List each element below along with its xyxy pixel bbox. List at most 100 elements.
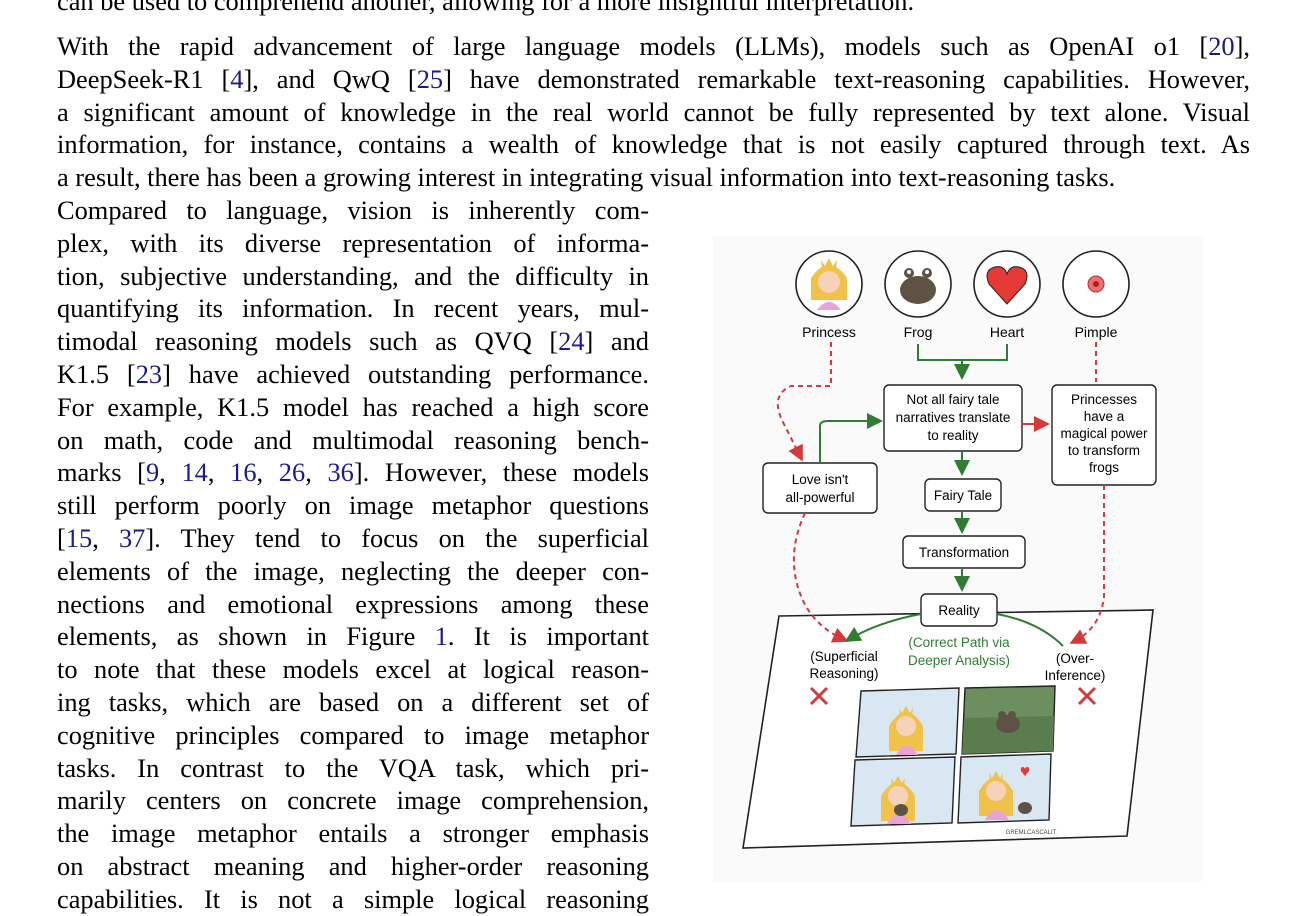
text-run: ] and [584, 326, 649, 357]
citation-link[interactable]: 23 [135, 358, 163, 389]
left-line: tion, subjective understanding, and the … [57, 260, 649, 293]
text-run: , [159, 457, 182, 488]
text-run: the image metaphor entails a stronger em… [57, 818, 649, 849]
box-right-line-3: magical power [1060, 426, 1148, 441]
citation-link[interactable]: 4 [230, 63, 244, 94]
figure-svg: Princess Frog Heart Pimple Not all fairy… [742, 250, 1157, 849]
text-run: ] have demonstrated remarkable text-reas… [443, 63, 1251, 94]
icon-label-heart: Heart [990, 324, 1024, 340]
box-transformation: Transformation [919, 545, 1009, 560]
frog-icon [884, 250, 952, 318]
citation-link[interactable]: 25 [416, 63, 444, 94]
text-run: information, for instance, contains a we… [57, 129, 1250, 160]
left-line: nections and emotional expressions among… [57, 588, 649, 621]
text-run: elements, as shown in Figure [57, 621, 435, 652]
comic-panel-2 [961, 685, 1056, 755]
citation-link[interactable]: 37 [118, 522, 146, 553]
left-line: on abstract meaning and higher-order rea… [57, 850, 649, 883]
citation-link[interactable]: 36 [327, 457, 354, 488]
text-run: ]. However, these models [353, 457, 649, 488]
left-line: to note that these models excel at logic… [57, 653, 649, 686]
left-line: quantifying its information. In recent y… [57, 292, 649, 325]
intro-paragraph: With the rapid advancement of large lang… [57, 30, 1250, 194]
box-center-line-3: to reality [927, 428, 978, 443]
citation-link[interactable]: 1 [434, 621, 448, 652]
box-reality: Reality [938, 603, 980, 618]
icon-label-pimple: Pimple [1075, 324, 1118, 340]
text-run: tion, subjective understanding, and the … [57, 260, 649, 291]
box-fairy-tale: Fairy Tale [934, 488, 992, 503]
text-run: ], [1234, 31, 1250, 61]
text-run: tasks. In contrast to the VQA task, whic… [57, 752, 649, 783]
citation-link[interactable]: 14 [181, 457, 208, 488]
left-line: elements, as shown in Figure 1. It is im… [57, 620, 649, 653]
left-line: marily centers on concrete image compreh… [57, 784, 649, 817]
citation-link[interactable]: 24 [558, 326, 585, 357]
text-run: on abstract meaning and higher-order rea… [57, 850, 649, 881]
text-run: plex, with its diverse representation of… [57, 227, 649, 258]
left-line: [15, 37]. They tend to focus on the supe… [57, 522, 649, 555]
text-run: DeepSeek-R1 [ [57, 63, 231, 94]
cross-icon-right [1077, 686, 1097, 706]
citation-link[interactable]: 15 [65, 522, 93, 553]
icon-label-princess: Princess [802, 324, 856, 340]
intro-line: With the rapid advancement of large lang… [57, 30, 1250, 63]
left-line: on math, code and multimodal reasoning b… [57, 424, 649, 457]
text-run: quantifying its information. In recent y… [57, 293, 649, 324]
label-over-1: (Over- [1056, 651, 1094, 666]
comic-panel-1 [855, 687, 960, 758]
text-run: nections and emotional expressions among… [57, 588, 649, 619]
text-run: , [256, 457, 279, 488]
icon-label-frog: Frog [904, 324, 933, 340]
box-center-line-2: narratives translate [896, 410, 1011, 425]
intro-line: a significant amount of knowledge in the… [57, 96, 1250, 129]
text-run: , [207, 457, 231, 488]
left-line: Compared to language, vision is inherent… [57, 194, 649, 227]
text-run: [ [57, 522, 66, 553]
text-run: ] have achieved outstanding performance. [162, 358, 649, 389]
box-left-line-1: Love isn't [792, 472, 849, 487]
intro-line: a result, there has been a growing inter… [57, 161, 1250, 194]
box-center-line-1: Not all fairy tale [906, 392, 999, 407]
box-right-line-1: Princesses [1071, 392, 1137, 407]
left-line: capabilities. It is not a simple logical… [57, 883, 649, 916]
text-run: marks [ [57, 457, 146, 488]
label-over-2: Inference) [1045, 668, 1106, 683]
citation-link[interactable]: 16 [230, 457, 257, 488]
figure-1: Princess Frog Heart Pimple Not all fairy… [713, 236, 1203, 881]
text-run: to note that these models excel at logic… [57, 654, 649, 685]
text-run: still perform poorly on image metaphor q… [57, 490, 649, 521]
citation-link[interactable]: 20 [1208, 31, 1235, 61]
text-run: . It is important [447, 621, 649, 652]
label-superficial-1: (Superficial [810, 649, 878, 664]
citation-link[interactable]: 26 [278, 457, 306, 488]
text-run: a significant amount of knowledge in the… [57, 96, 1250, 127]
left-line: For example, K1.5 model has reached a hi… [57, 391, 649, 424]
left-line: the image metaphor entails a stronger em… [57, 817, 649, 850]
heart-icon [973, 250, 1041, 318]
left-line: elements of the image, neglecting the de… [57, 555, 649, 588]
left-line: tasks. In contrast to the VQA task, whic… [57, 752, 649, 785]
box-right-line-2: have a [1084, 409, 1125, 424]
text-run: Compared to language, vision is inherent… [57, 195, 649, 225]
label-superficial-2: Reasoning) [809, 666, 878, 681]
cross-icon-left [809, 686, 829, 706]
text-run: timodal reasoning models such as QVQ [ [57, 326, 559, 357]
top-partial-line: can be used to comprehend another, allow… [57, 0, 915, 16]
comic-panel-4 [957, 753, 1052, 824]
text-run: elements of the image, neglecting the de… [57, 555, 649, 586]
left-line: still perform poorly on image metaphor q… [57, 489, 649, 522]
text-run: , [92, 522, 119, 553]
intro-line: DeepSeek-R1 [4], and QwQ [25] have demon… [57, 63, 1250, 96]
text-run: a result, there has been a growing inter… [57, 162, 1116, 193]
text-run: ]. They tend to focus on the superficial [145, 522, 649, 553]
label-correct-2: Deeper Analysis) [908, 653, 1010, 668]
box-left-line-2: all-powerful [785, 490, 854, 505]
text-run: capabilities. It is not a simple logical… [57, 883, 649, 914]
left-line: marks [9, 14, 16, 26, 36]. However, thes… [57, 456, 649, 489]
left-line: plex, with its diverse representation of… [57, 227, 649, 260]
box-right-line-4: to transform [1068, 443, 1140, 458]
citation-link[interactable]: 9 [145, 457, 160, 488]
text-run: ], and QwQ [ [243, 63, 417, 94]
box-right-line-5: frogs [1089, 460, 1119, 475]
